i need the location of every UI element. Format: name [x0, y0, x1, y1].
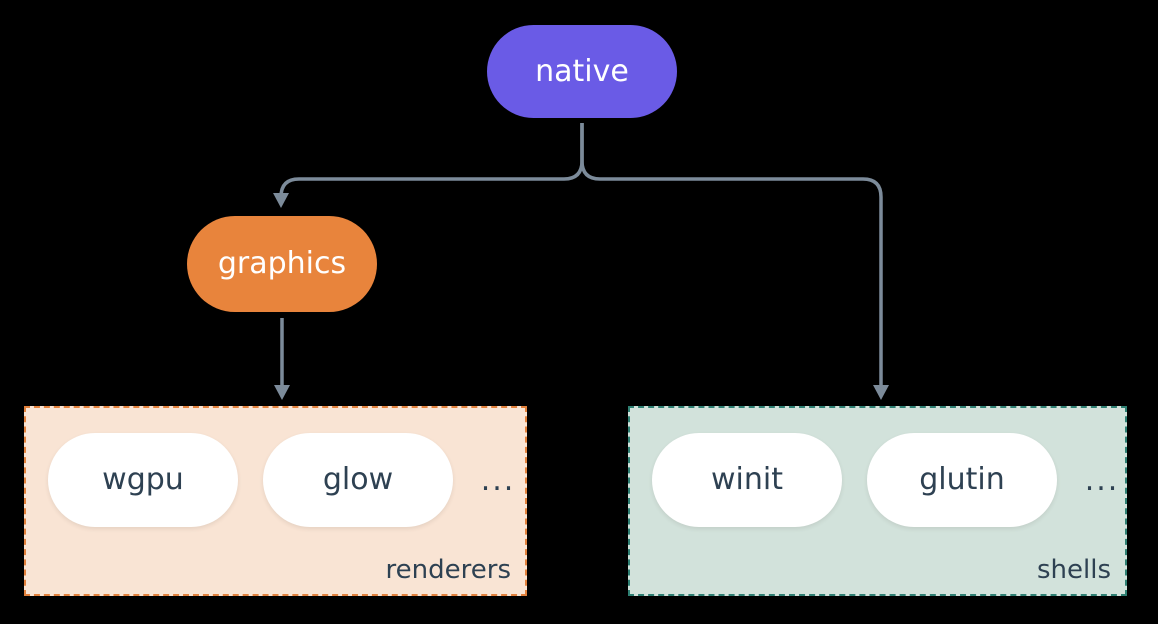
node-winit: winit [652, 433, 842, 527]
arrow-down-icon [873, 385, 889, 400]
renderers-ellipsis: ... [480, 462, 516, 498]
arrow-down-icon [274, 385, 290, 400]
group-label-renderers: renderers [385, 554, 511, 585]
node-native: native [487, 25, 677, 118]
node-graphics: graphics [187, 216, 377, 312]
group-renderers: wgpu glow ... renderers [24, 406, 527, 596]
group-label-shells: shells [1036, 554, 1111, 585]
shells-ellipsis: ... [1084, 462, 1120, 498]
arrow-down-icon [273, 193, 289, 208]
node-wgpu: wgpu [48, 433, 238, 527]
node-glow: glow [263, 433, 453, 527]
group-shells: winit glutin ... shells [628, 406, 1127, 596]
node-glutin: glutin [867, 433, 1057, 527]
edge-native-to-shells [580, 123, 883, 386]
edge-native-to-graphics [279, 123, 584, 198]
